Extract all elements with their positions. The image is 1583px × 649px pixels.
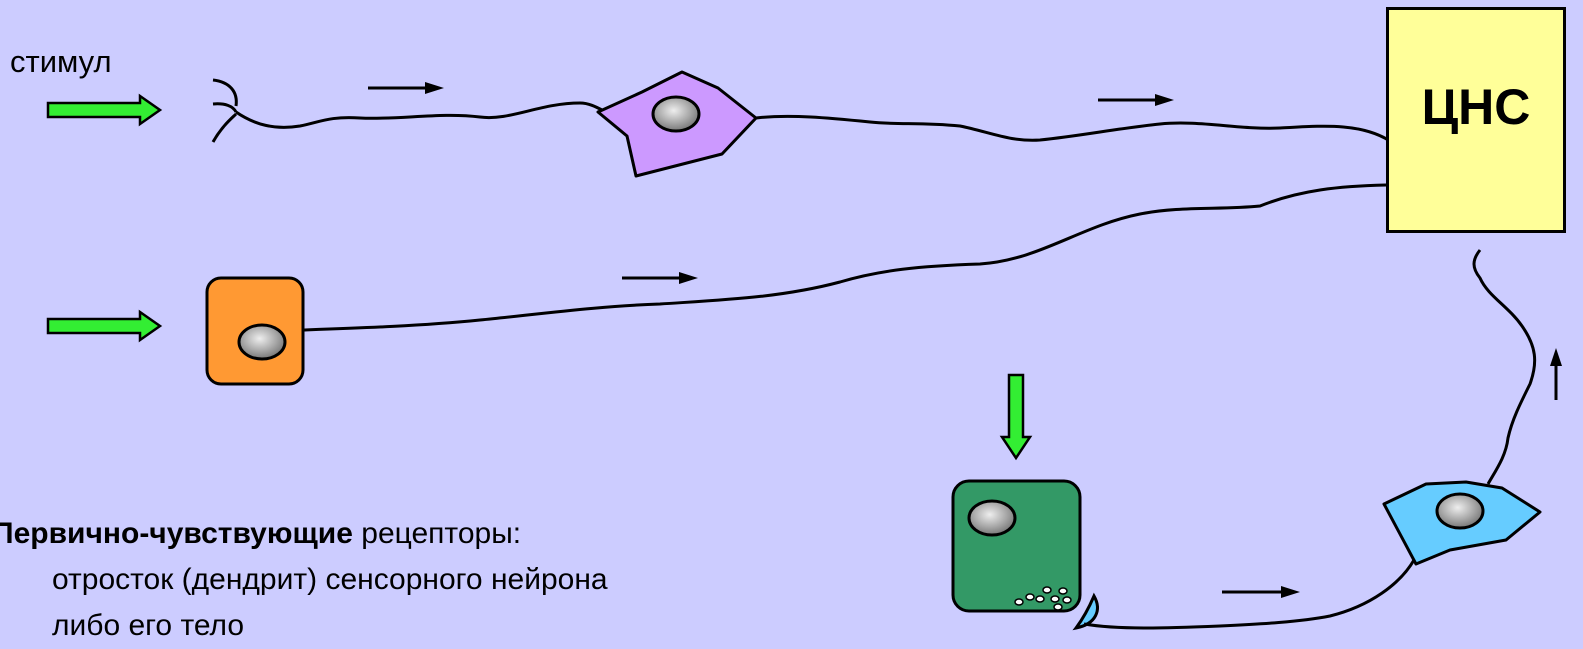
direction-arrow	[622, 272, 698, 284]
caption-bold: Первично-чувствующие	[0, 517, 353, 550]
caption-rest: рецепторы:	[353, 517, 521, 550]
direction-arrow-up	[1550, 348, 1562, 400]
free-nerve-ending	[213, 80, 236, 142]
nucleus	[653, 97, 699, 131]
nucleus	[969, 501, 1015, 535]
direction-arrow	[1222, 586, 1300, 598]
nucleus	[239, 325, 285, 359]
caption: Первично-чувствующие рецепторы: отросток…	[0, 511, 608, 649]
sensory-neuron-bottom	[1384, 482, 1540, 564]
stimulus-arrow-middle	[48, 312, 160, 340]
axon-middle	[303, 185, 1386, 330]
caption-line2: отросток (дендрит) сенсорного нейрона	[0, 557, 608, 603]
axon-bottom	[1474, 250, 1535, 484]
receptor-cell-orange	[207, 278, 303, 384]
direction-arrow	[368, 82, 444, 94]
stimulus-label: стимул	[10, 44, 112, 80]
caption-line3: либо его тело	[0, 603, 608, 649]
dendrite-top	[236, 103, 606, 127]
dendrite-bottom	[1084, 560, 1414, 628]
cns-box: ЦНС	[1386, 7, 1566, 233]
axon-top	[756, 116, 1390, 141]
primary-sensory-neuron	[598, 72, 756, 176]
cns-label: ЦНС	[1422, 78, 1531, 136]
nucleus	[1437, 494, 1483, 528]
stimulus-arrow-top	[48, 96, 160, 124]
receptor-cell-green	[953, 481, 1080, 611]
stimulus-arrow-down	[1002, 375, 1030, 458]
direction-arrow	[1098, 94, 1174, 106]
